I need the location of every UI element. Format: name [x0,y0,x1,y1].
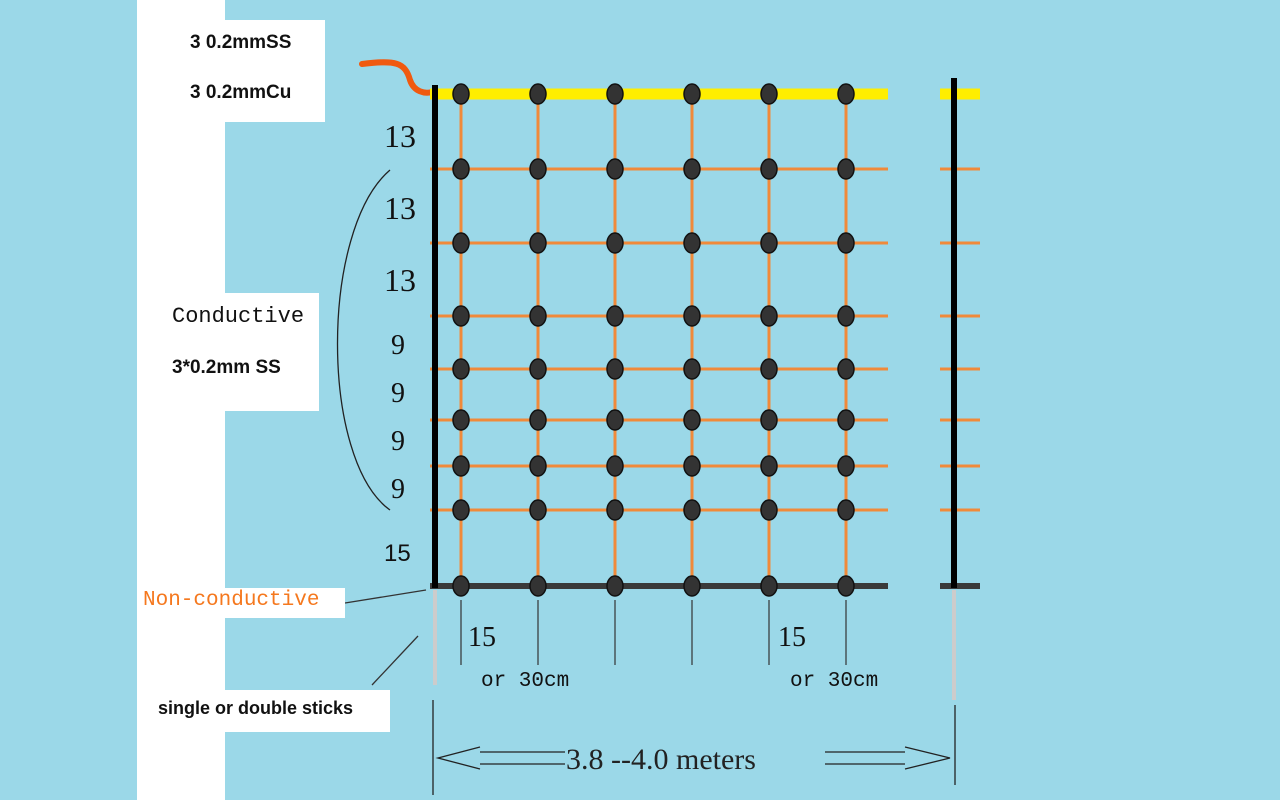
wire-knot [452,305,470,327]
wire-knot [760,575,778,597]
wire-knot [683,409,701,431]
wire-knot [683,158,701,180]
non-conductive-label: Non-conductive [143,589,320,612]
vertical-stays [459,94,848,665]
spacing-label: 13 [384,190,416,226]
wire-knot [837,575,855,597]
wire-knot [529,305,547,327]
conductive-spec: 3*0.2mm SS [172,357,281,378]
wire-knot [683,305,701,327]
wire-knot [529,232,547,254]
lead-wire [359,59,435,96]
spacing-label: 13 [384,118,416,154]
wire-knot [452,158,470,180]
wire-knot [683,232,701,254]
wire-knot [837,409,855,431]
spacing-label: 9 [391,330,405,361]
wire-knot [452,575,470,597]
horizontal-wires [430,88,980,589]
wire-knot [529,499,547,521]
dim-arrow-left [435,746,565,770]
wire-knot [837,83,855,105]
post-spacing-left-value: 15 [468,622,496,653]
sticks-label: single or double sticks [158,698,354,718]
wire-knot [452,499,470,521]
wire-knot [837,499,855,521]
spacing-label: 9 [391,426,405,457]
wire-knot [529,409,547,431]
wire-knot [837,158,855,180]
wire-knot [529,575,547,597]
wire-knot [606,499,624,521]
post-spacing-right-value: 15 [778,622,806,653]
span-text: 3.8 --4.0 meters [566,743,756,776]
wire-knot [606,409,624,431]
wire-knot [837,232,855,254]
wire-knot [606,158,624,180]
wire-knot [529,358,547,380]
wire-knot [452,83,470,105]
non-conductive-leader [344,589,427,604]
left-background-strip [0,0,137,800]
non-conductive-box [140,588,345,618]
wire-knot [606,575,624,597]
wire-knot [606,83,624,105]
wire-knot [837,305,855,327]
top-ss-label: 3 0.2mmSS [190,32,292,53]
wire-knot [606,232,624,254]
wire-knot [606,358,624,380]
wire-knot [683,575,701,597]
wire-knot [452,455,470,477]
wire-knot [683,499,701,521]
wire-knot [760,158,778,180]
wire-knot [760,232,778,254]
wire-knot [529,83,547,105]
top-cu-label: 3 0.2mmCu [190,82,292,103]
post-spacing-right-unit: or 30cm [790,670,879,693]
wire-knot [837,455,855,477]
wire-knot [760,83,778,105]
wire-knot [529,455,547,477]
wire-knot [760,455,778,477]
sticks-box [150,690,390,732]
spacing-label: 13 [384,262,416,298]
wire-knot [683,358,701,380]
wire-knot [452,358,470,380]
wire-knot [452,232,470,254]
wire-knot [606,455,624,477]
post-spacing-left-unit: or 30cm [481,670,570,693]
wire-knot [529,158,547,180]
wire-knot [760,409,778,431]
wire-knot [452,409,470,431]
spacing-label: 9 [391,378,405,409]
wire-spec-box [175,20,325,122]
span-label: 3.8 --4.0 meters [566,743,756,777]
conductive-bracket [336,169,391,511]
conductive-box [160,293,319,411]
wire-knot [683,83,701,105]
wire-knot [606,305,624,327]
wire-knot [760,305,778,327]
wire-knot [683,455,701,477]
wire-knot [837,358,855,380]
conductive-title: Conductive [172,304,305,329]
dim-arrow-right [825,746,951,770]
spacing-label: 15 [384,540,411,567]
spacing-label: 9 [391,474,405,505]
wire-knot [760,499,778,521]
wire-knots [452,83,855,597]
sticks-leader [371,635,419,686]
wire-knot [760,358,778,380]
